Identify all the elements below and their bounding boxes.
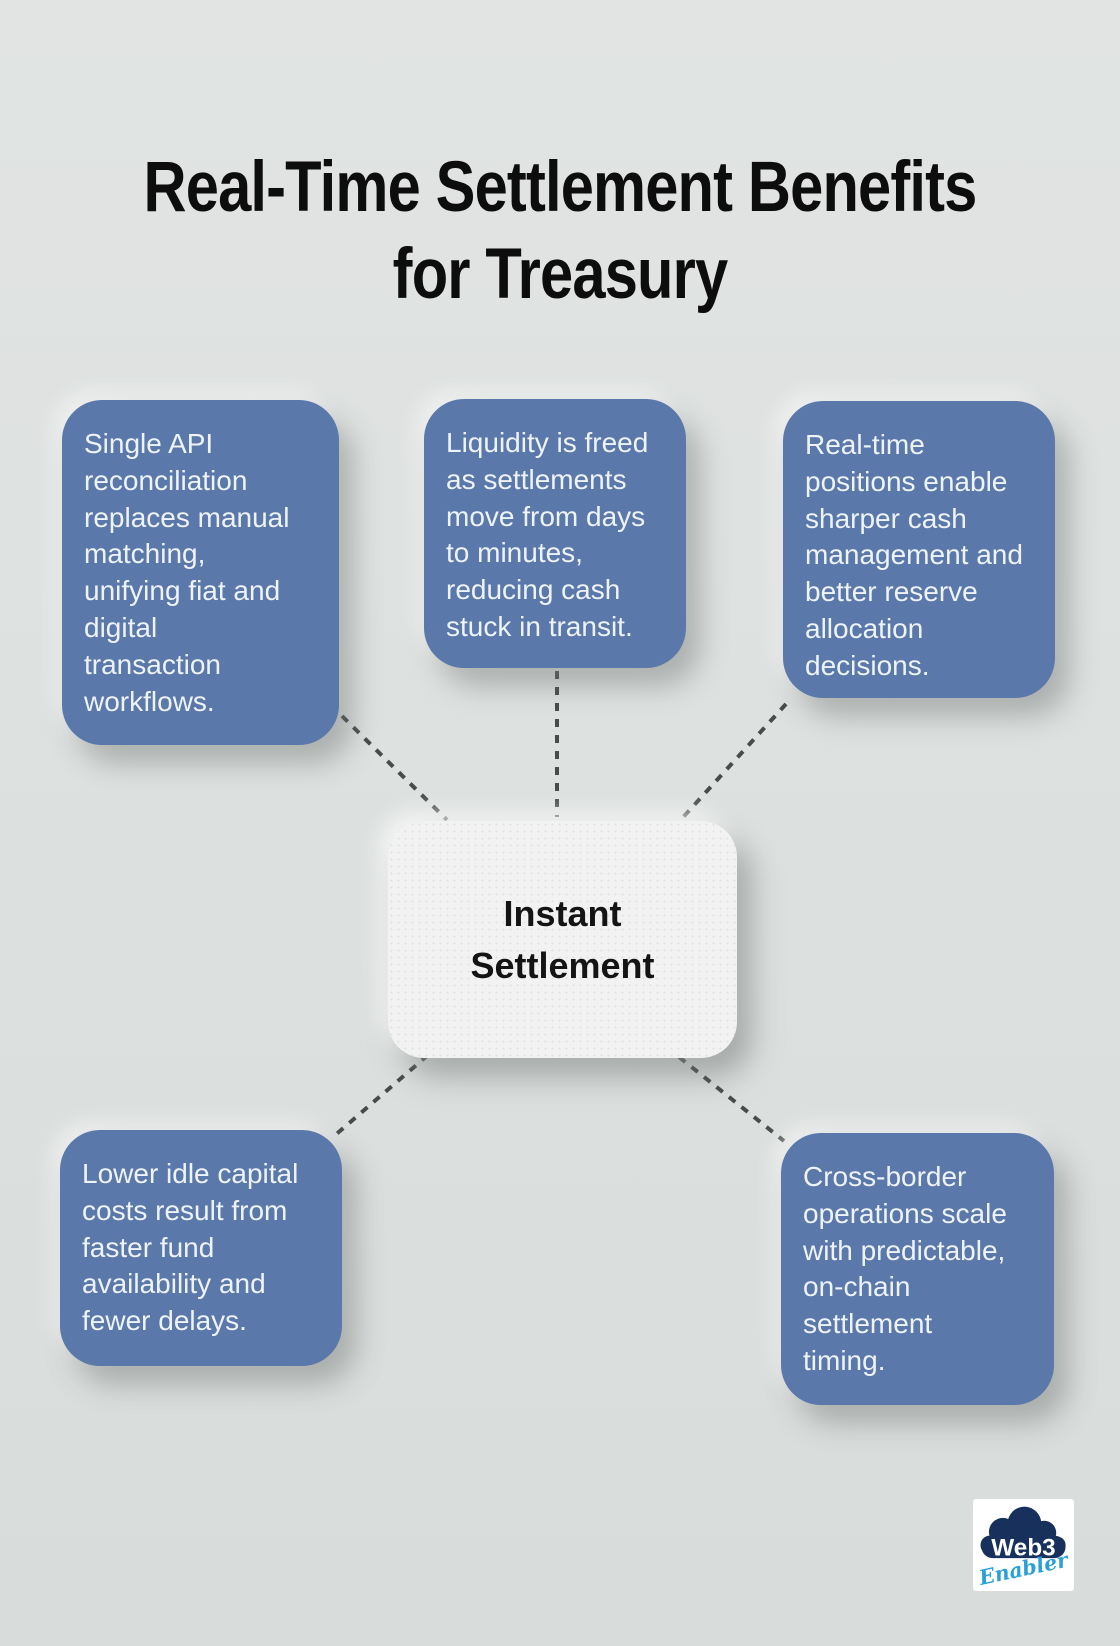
cloud-icon: [980, 1506, 1066, 1559]
connector-top-left-to-center: [340, 714, 449, 822]
connector-center-to-bottom-right: [677, 1055, 786, 1143]
connector-center-to-bottom-left: [331, 1053, 430, 1139]
central-node-instant-settlement: Instant Settlement: [388, 821, 737, 1058]
central-node-label: Instant Settlement: [470, 892, 655, 986]
benefit-card-realtime-positions: Real-time positions enable sharper cash …: [783, 401, 1055, 698]
benefit-card-idle-capital: Lower idle capital costs result from fas…: [60, 1130, 342, 1366]
benefit-card-liquidity: Liquidity is freed as settlements move f…: [424, 399, 686, 668]
benefit-card-cross-border: Cross-border operations scale with predi…: [781, 1133, 1054, 1405]
connector-top-right-to-center: [675, 702, 788, 826]
benefit-card-single-api: Single API reconciliation replaces manua…: [62, 400, 339, 745]
page-title: Real-Time Settlement Benefits for Treasu…: [143, 147, 978, 314]
logo-web3-text: Web3: [991, 1534, 1055, 1561]
web3-enabler-logo: Web3 Enabler: [973, 1499, 1074, 1591]
